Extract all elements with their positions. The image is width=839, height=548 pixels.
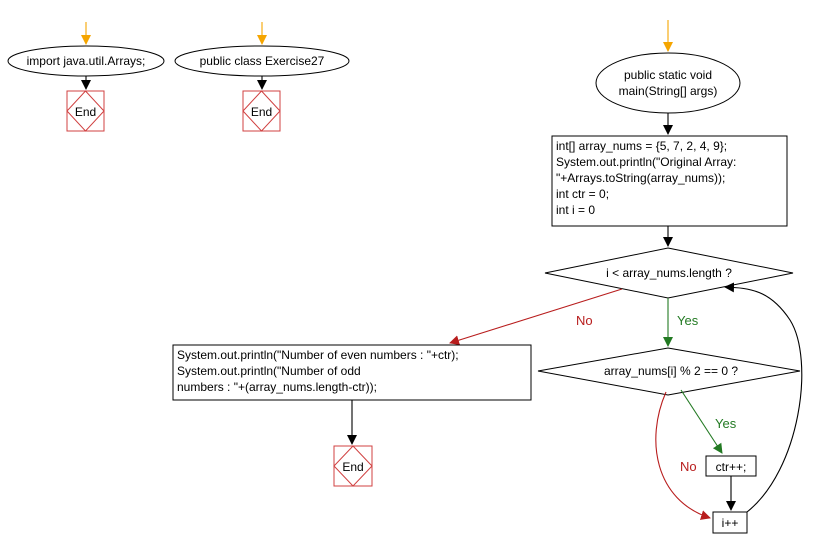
start-node-import-text: import java.util.Arrays;	[27, 54, 146, 68]
output-process-box	[172, 344, 532, 401]
init-process-box	[551, 135, 788, 227]
init-line-4: int ctr = 0;	[556, 187, 609, 201]
output-line-3: numbers : "+(array_nums.length-ctr));	[177, 380, 377, 394]
even-no-label: No	[680, 459, 697, 474]
loop-decision-text: i < array_nums.length ?	[606, 266, 732, 280]
loop-no-label: No	[576, 313, 593, 328]
start-node-main-line2: main(String[] args)	[619, 84, 718, 98]
ctr-increment-text: ctr++;	[716, 460, 747, 474]
end-node-import	[66, 90, 105, 132]
end-node-class	[242, 90, 281, 132]
edge-loop-no	[449, 288, 623, 346]
loop-yes-label: Yes	[677, 313, 699, 328]
output-line-2: System.out.println("Number of odd	[177, 364, 361, 378]
end-node-import-text: End	[75, 105, 96, 119]
i-increment-box	[712, 511, 748, 534]
edge-loop-back	[724, 282, 803, 513]
end-node-main-text: End	[342, 460, 363, 474]
edge-even-no	[655, 391, 711, 520]
init-line-3: "+Arrays.toString(array_nums));	[556, 171, 725, 185]
end-node-class-text: End	[251, 105, 272, 119]
i-increment-text: i++	[722, 516, 739, 530]
start-node-class-text: public class Exercise27	[200, 54, 325, 68]
start-node-main	[595, 52, 741, 114]
edge-even-yes	[680, 389, 723, 454]
end-node-main	[333, 445, 373, 487]
even-yes-label: Yes	[715, 416, 737, 431]
init-line-2: System.out.println("Original Array:	[556, 155, 736, 169]
init-line-1: int[] array_nums = {5, 7, 2, 4, 9};	[556, 139, 727, 153]
even-decision-text: array_nums[i] % 2 == 0 ?	[604, 364, 738, 378]
start-node-main-line1: public static void	[624, 68, 712, 82]
init-line-5: int i = 0	[556, 203, 595, 217]
output-line-1: System.out.println("Number of even numbe…	[177, 348, 459, 362]
even-decision	[537, 347, 801, 396]
